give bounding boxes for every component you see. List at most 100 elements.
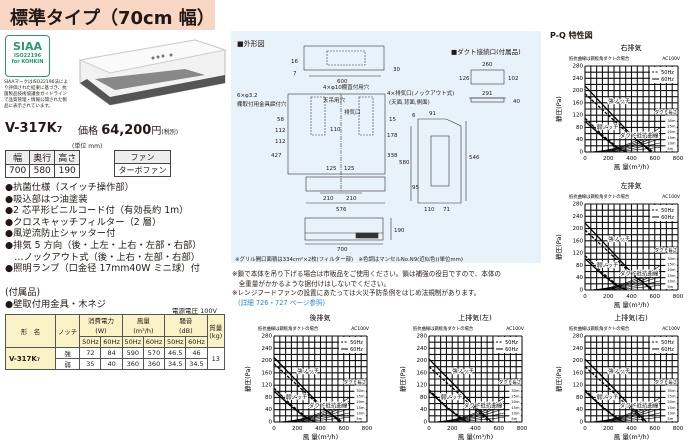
dim-label: 102 (508, 76, 519, 82)
outline-title: ■外形図 (237, 39, 265, 48)
curve-annotation: 弱ノッチ (597, 394, 619, 401)
annotation: 4×排気口(ノックアウト式) (387, 89, 454, 97)
price: 価格 64,200円(税別) (78, 122, 178, 138)
outline-diagram: ■外形図 ■ダクト接続口(付属品) 600 7 16 30 260 126 10… (231, 31, 541, 263)
siaa-sub: for KOHKIN (11, 59, 44, 65)
x-tick-label: 0 (583, 156, 587, 162)
hz-header: 60Hz (142, 336, 166, 348)
pq-curve (584, 117, 628, 153)
x-tick-label: 400 (315, 426, 326, 432)
duct-length-label: 15m (667, 406, 676, 410)
y-axis-label: 静圧(Pa) (398, 366, 407, 392)
duct-length-label: 25m (511, 395, 520, 399)
feature-item: …ノックアウト式（後・上右・左部・右部） (5, 251, 201, 263)
spec-header-airflow: 風量 (121, 314, 166, 326)
curve-annotation: 弱ノッチ (597, 124, 619, 131)
y-tick-label: 80 (420, 395, 427, 401)
dim-label: 125 (326, 166, 337, 172)
cell: 46.5 (164, 347, 187, 359)
dim-label: 6 (412, 113, 416, 119)
reference-link[interactable]: (詳細 726・727 ページ参照) (238, 298, 326, 307)
x-tick-label: 200 (603, 294, 614, 300)
duct-length-label: 30m (667, 389, 676, 393)
feature-item: ●排気 5 方向（後・上左・上右・左部・右部） (5, 239, 202, 251)
spec-header-mass-unit: (kg) (209, 332, 223, 340)
y-tick-label: 40 (576, 407, 583, 413)
curve-annotation: 強ノッチ (297, 367, 319, 375)
pq-curve (584, 258, 628, 291)
y-tick-label: 120 (573, 113, 584, 119)
unit-label: (単位 mm) (72, 143, 103, 150)
y-tick-label: 160 (573, 100, 584, 106)
curve-annotation: ダクト抵抗曲線 (309, 401, 348, 409)
feature-item: ●風逆流防止シャッター付 (5, 228, 116, 240)
legend-label: 50Hz (505, 340, 518, 346)
duct-length-label: 10m (667, 279, 676, 283)
duct-length-box (665, 115, 677, 151)
pq-curve (428, 358, 493, 423)
dim-value: 580 (29, 164, 56, 178)
duct-length-title: ダクト長さ (344, 378, 367, 385)
x-tick-label: 800 (673, 426, 684, 432)
spec-model: V-317K₇ (5, 347, 56, 370)
dim-header: 幅 (4, 150, 31, 165)
duct-length-label: 5m (667, 417, 673, 421)
y-tick-label: 200 (417, 358, 428, 364)
legend-label: 50Hz (661, 70, 674, 76)
dim-value: 190 (54, 164, 81, 178)
y-tick-label: 40 (265, 407, 272, 413)
y-tick-label: 280 (417, 334, 428, 340)
notch-cell: 強 (54, 347, 81, 359)
feature-item: ●抗菌仕様（スイッチ操作部） (5, 182, 134, 193)
curve-annotation: 弱ノッチ (441, 394, 463, 401)
duct-length-title: ダクト長さ (655, 378, 678, 385)
dim-label: 190 (394, 228, 405, 234)
spec-header-model: 形 名 (5, 314, 56, 348)
legend-label: 60Hz (661, 77, 674, 83)
y-tick-label: 160 (262, 370, 273, 376)
x-tick-label: 400 (626, 426, 637, 432)
dim-label: 178 (387, 133, 398, 139)
x-tick-label: 400 (626, 156, 637, 162)
pq-curve (584, 222, 653, 291)
spec-header-noise: 騒音 (164, 314, 208, 326)
curve-annotation: 弱ノッチ (286, 394, 308, 401)
x-tick-label: 800 (673, 294, 684, 300)
feature-item: ●クロスキャッチフィルター（2 層） (5, 216, 162, 228)
dim-label: 125 (344, 166, 355, 172)
x-tick-label: 0 (583, 426, 587, 432)
duct-length-box (509, 385, 521, 421)
pq-title: P-Q 特性図 (550, 31, 593, 40)
legend-label: 60Hz (661, 215, 674, 221)
note: 全重量がかかるような据付けはしないでください。 (232, 279, 391, 288)
pq-curve (584, 358, 648, 423)
duct-length-label: 5m (667, 285, 673, 289)
legend-label: 50Hz (350, 340, 363, 346)
duct-length-label: 20m (667, 130, 676, 134)
range-hood-image (78, 39, 227, 106)
price-tax: (税別) (161, 129, 179, 136)
spec-header-notch: ノッチ (54, 314, 81, 348)
y-tick-label: 240 (573, 346, 584, 352)
y-tick-label: 160 (573, 370, 584, 376)
y-tick-label: 280 (262, 334, 273, 340)
y-tick-label: 80 (576, 125, 583, 131)
price-unit: 円 (151, 126, 162, 137)
accessory-item: ●壁取付用金具・木ネジ (5, 299, 107, 310)
dim-label: 16 (291, 59, 298, 65)
y-tick-label: 120 (573, 383, 584, 389)
cell: 590 (121, 347, 144, 359)
dim-label: 95 (412, 185, 419, 191)
dim-label: 110 (330, 127, 341, 133)
chart-subtitle: 抵抗曲線は鋼板角ダクトの場合 (413, 325, 474, 332)
duct-length-title: ダクト長さ (655, 246, 678, 253)
dim-label: 291 (482, 91, 493, 97)
pq-curve (584, 120, 628, 153)
duct-length-label: 25m (667, 125, 676, 129)
diagram-footnote: ※グリル開口面積は334cm²×2枚(フィルター部) ※色調はマンセルNo.N9… (235, 255, 463, 263)
duct-length-label: 15m (667, 136, 676, 140)
